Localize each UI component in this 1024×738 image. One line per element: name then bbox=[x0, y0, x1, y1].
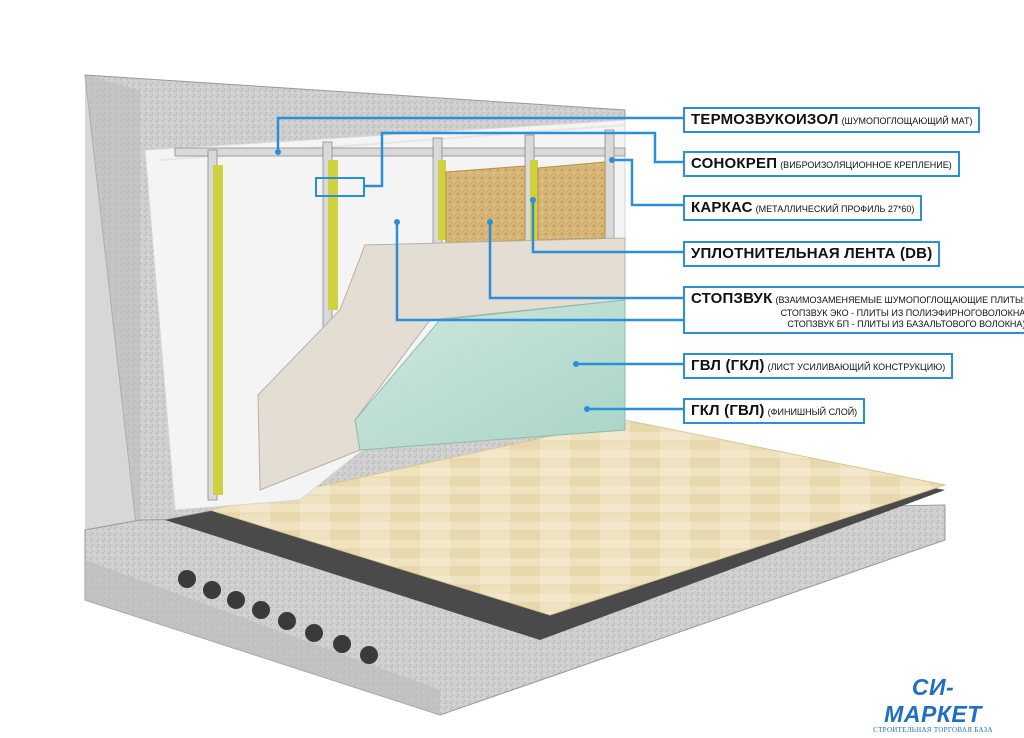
callout-note: (ШУМОПОГЛОЩАЮЩИЙ МАТ) bbox=[841, 116, 973, 126]
callout-note: (ВИБРОИЗОЛЯЦИОННОЕ КРЕПЛЕНИЕ) bbox=[780, 160, 952, 170]
leader-dots bbox=[275, 149, 615, 412]
leader-lines bbox=[276, 116, 683, 411]
callout-note: (ФИНИШНЫЙ СЛОЙ) bbox=[767, 407, 858, 417]
callout-title: ТЕРМОЗВУКОИЗОЛ bbox=[691, 111, 839, 128]
gkl-board bbox=[354, 299, 626, 451]
callout-line: СТОПЗВУК ЭКО - ПЛИТЫ ИЗ ПОЛИЭФИРНОГОВОЛО… bbox=[780, 308, 1024, 318]
callout-note: (ЛИСТ УСИЛИВАЮЩИЙ КОНСТРУКЦИЮ) bbox=[767, 362, 946, 372]
callout-sealing-tape: УПЛОТНИТЕЛЬНАЯ ЛЕНТА (DB) bbox=[683, 241, 941, 267]
stopzvuk-wool-panel bbox=[445, 165, 526, 245]
callout-stopzvuk: СТОПЗВУК(ВЗАИМОЗАМЕНЯЕМЫЕ ШУМОПОГЛОЩАЮЩИ… bbox=[683, 286, 1024, 334]
callout-gkl: ГКЛ (ГВЛ)(ФИНИШНЫЙ СЛОЙ) bbox=[683, 398, 866, 424]
brand-tagline: СТРОИТЕЛЬНАЯ ТОРГОВАЯ БАЗА bbox=[873, 726, 993, 734]
callout-karkas: КАРКАС(МЕТАЛЛИЧЕСКИЙ ПРОФИЛЬ 27*60) bbox=[683, 195, 923, 221]
brand-logo: СИ-МАРКЕТ СТРОИТЕЛЬНАЯ ТОРГОВАЯ БАЗА bbox=[868, 674, 998, 734]
callout-note: (ВЗАИМОЗАМЕНЯЕМЫЕ ШУМОПОГЛОЩАЮЩИЕ ПЛИТЫ: bbox=[775, 295, 1024, 305]
slab-front-face bbox=[85, 560, 440, 715]
metal-frame bbox=[174, 129, 626, 501]
sonokrep-highlight-box bbox=[315, 177, 365, 197]
callout-title: СТОПЗВУК bbox=[691, 290, 773, 307]
floor-boards bbox=[208, 419, 947, 616]
callout-title: ГКЛ (ГВЛ) bbox=[691, 402, 765, 419]
callout-note: (МЕТАЛЛИЧЕСКИЙ ПРОФИЛЬ 27*60) bbox=[755, 204, 915, 214]
callout-gvl: ГВЛ (ГКЛ)(ЛИСТ УСИЛИВАЮЩИЙ КОНСТРУКЦИЮ) bbox=[683, 353, 954, 379]
stopzvuk-wool-panel-2 bbox=[537, 161, 606, 241]
callout-sonokrep: СОНОКРЕП(ВИБРОИЗОЛЯЦИОННОЕ КРЕПЛЕНИЕ) bbox=[683, 151, 960, 177]
slab-hollow-cores bbox=[178, 570, 378, 664]
brand-name: СИ-МАРКЕТ bbox=[884, 674, 982, 727]
callout-title: ГВЛ (ГКЛ) bbox=[691, 357, 765, 374]
callout-title: КАРКАС bbox=[691, 199, 753, 216]
wall-face-shadow bbox=[85, 75, 140, 600]
callout-title: СОНОКРЕП bbox=[691, 155, 778, 172]
callout-thermozvukoizol: ТЕРМОЗВУКОИЗОЛ(ШУМОПОГЛОЩАЮЩИЙ МАТ) bbox=[683, 107, 981, 133]
callout-line: СТОПЗВУК БП - ПЛИТЫ ИЗ БАЗАЛЬТОВОГО ВОЛО… bbox=[787, 319, 1024, 329]
callout-title: УПЛОТНИТЕЛЬНАЯ ЛЕНТА (DB) bbox=[691, 245, 933, 262]
